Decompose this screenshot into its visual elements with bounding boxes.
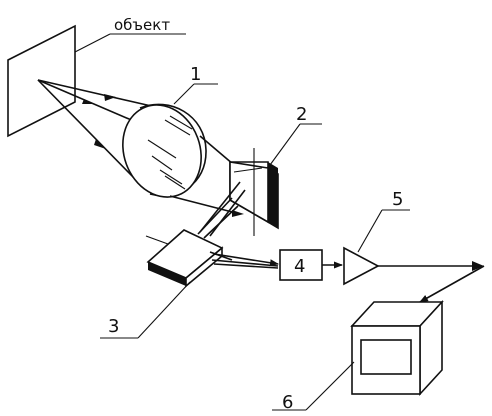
display-label: 6 <box>282 392 293 413</box>
object-label: объект <box>114 16 170 34</box>
amplifier-5 <box>343 246 380 286</box>
modulator-2 <box>229 148 279 236</box>
display-leader-line <box>305 361 355 411</box>
amplifier-to-display-signal <box>378 261 485 303</box>
modulator-leader-line <box>269 123 301 166</box>
block-4 <box>279 249 323 281</box>
amplifier-leader-line <box>357 209 383 253</box>
lens-leader-line <box>173 83 195 105</box>
block-4-label: 4 <box>294 256 305 277</box>
splitter-to-block4-rays <box>209 251 279 269</box>
lens-1 <box>122 103 207 198</box>
splitter-leader-line <box>137 281 191 339</box>
lens-label: 1 <box>190 64 201 85</box>
display-6 <box>350 299 444 397</box>
amplifier-label: 5 <box>392 189 403 210</box>
object-leader-line <box>74 33 111 53</box>
splitter-label: 3 <box>108 316 119 337</box>
modulator-to-splitter-beams <box>197 181 246 239</box>
display-screen <box>360 339 412 375</box>
modulator-label: 2 <box>296 104 307 125</box>
splitter-3 <box>145 229 224 288</box>
